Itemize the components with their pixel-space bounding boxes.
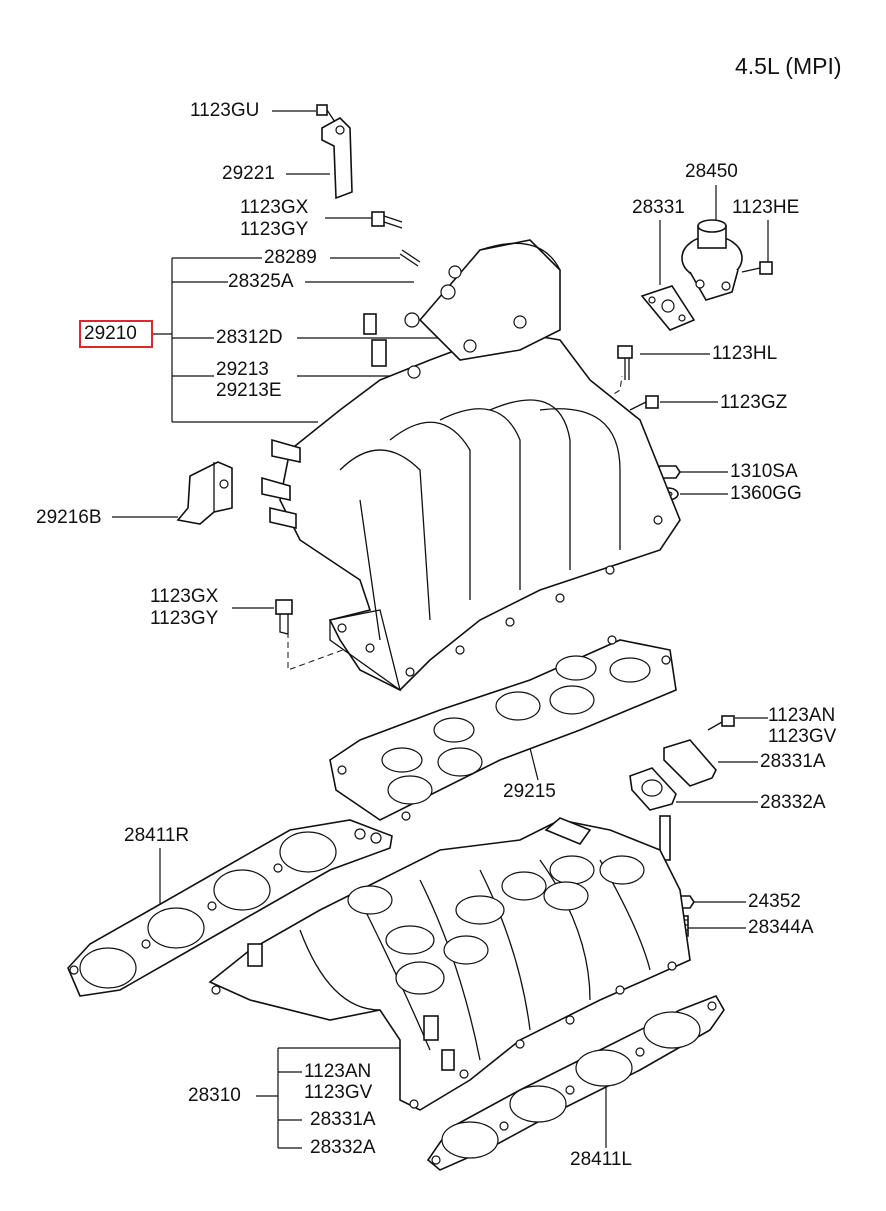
part-label-28310[interactable]: 28310 bbox=[188, 1085, 241, 1106]
part-label-29216b[interactable]: 29216B bbox=[36, 507, 102, 528]
part-label-28450[interactable]: 28450 bbox=[685, 161, 738, 182]
lower-intake-manifold bbox=[208, 817, 691, 1111]
part-label-29213[interactable]: 29213 bbox=[216, 359, 269, 380]
part-label-1310sa[interactable]: 1310SA bbox=[730, 461, 798, 482]
part-label-1123gv-bottom[interactable]: 1123GV bbox=[304, 1082, 373, 1103]
part-label-1123gu[interactable]: 1123GU bbox=[190, 100, 260, 121]
part-label-29213e[interactable]: 29213E bbox=[216, 380, 282, 401]
part-label-1360gg[interactable]: 1360GG bbox=[730, 483, 802, 504]
part-label-1123an-right[interactable]: 1123AN bbox=[768, 705, 836, 726]
egr-plates bbox=[629, 739, 717, 811]
part-label-29210[interactable]: 29210 bbox=[84, 323, 137, 344]
part-label-1123gx-top[interactable]: 1123GX bbox=[240, 197, 309, 218]
part-label-28331[interactable]: 28331 bbox=[632, 197, 685, 218]
part-label-28331a-right[interactable]: 28331A bbox=[760, 751, 826, 772]
part-label-29221[interactable]: 29221 bbox=[222, 163, 275, 184]
part-label-28411l[interactable]: 28411L bbox=[570, 1149, 632, 1170]
gasket-28411r bbox=[67, 819, 393, 997]
part-label-1123gy-mid[interactable]: 1123GY bbox=[150, 608, 219, 629]
part-label-1123hl[interactable]: 1123HL bbox=[712, 343, 778, 364]
part-label-24352[interactable]: 24352 bbox=[748, 891, 801, 912]
highlight-box-29210 bbox=[79, 320, 153, 348]
part-label-1123he[interactable]: 1123HE bbox=[732, 197, 800, 218]
gasket-28411l bbox=[426, 995, 725, 1171]
part-label-28332a-bottom[interactable]: 28332A bbox=[310, 1137, 376, 1158]
part-label-28331a-bottom[interactable]: 28331A bbox=[310, 1109, 376, 1130]
part-label-28344a[interactable]: 28344A bbox=[748, 917, 814, 938]
part-label-28411r[interactable]: 28411R bbox=[124, 825, 190, 846]
part-label-1123gv-right[interactable]: 1123GV bbox=[768, 726, 837, 747]
engine-label: 4.5L (MPI) bbox=[735, 53, 842, 79]
part-label-1123gy-top[interactable]: 1123GY bbox=[240, 219, 309, 240]
part-label-1123gx-mid[interactable]: 1123GX bbox=[150, 586, 219, 607]
part-label-1123an-bottom[interactable]: 1123AN bbox=[304, 1061, 372, 1082]
bracket-29216b bbox=[176, 461, 233, 525]
part-label-28289[interactable]: 28289 bbox=[264, 247, 317, 268]
part-label-28332a-right[interactable]: 28332A bbox=[760, 792, 826, 813]
part-label-28312d[interactable]: 28312D bbox=[216, 327, 283, 348]
part-label-1123gz[interactable]: 1123GZ bbox=[720, 392, 788, 413]
upper-intake-manifold bbox=[261, 239, 681, 692]
part-label-28325a[interactable]: 28325A bbox=[228, 271, 294, 292]
hardware bbox=[275, 104, 773, 937]
part-label-29215[interactable]: 29215 bbox=[503, 781, 556, 802]
gasket-29215 bbox=[329, 635, 677, 821]
egr-valve bbox=[640, 219, 743, 331]
